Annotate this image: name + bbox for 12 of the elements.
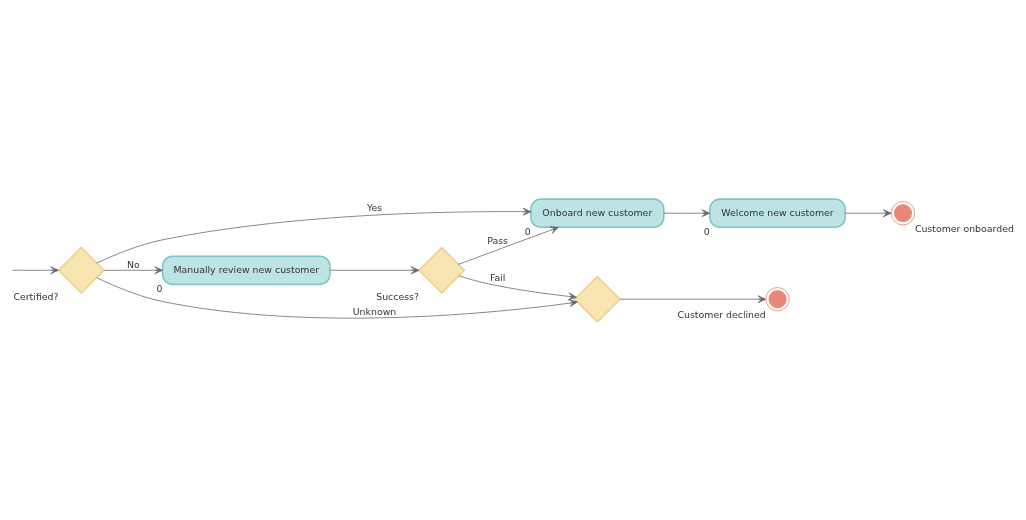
- node-label: 0: [703, 225, 710, 237]
- node-label: Customer declined: [677, 308, 766, 320]
- edge-label: Pass: [487, 234, 509, 246]
- node-label: 0: [156, 282, 163, 294]
- node-label: Certified?: [13, 290, 59, 302]
- edge-label: Unknown: [352, 305, 397, 317]
- node-label: Success?: [376, 290, 419, 302]
- edge-label: No: [126, 258, 140, 270]
- edge-label: Yes: [366, 201, 383, 213]
- node-label: 0: [524, 225, 531, 237]
- node-label: Customer onboarded: [914, 222, 1014, 234]
- edge-label: Fail: [489, 271, 506, 283]
